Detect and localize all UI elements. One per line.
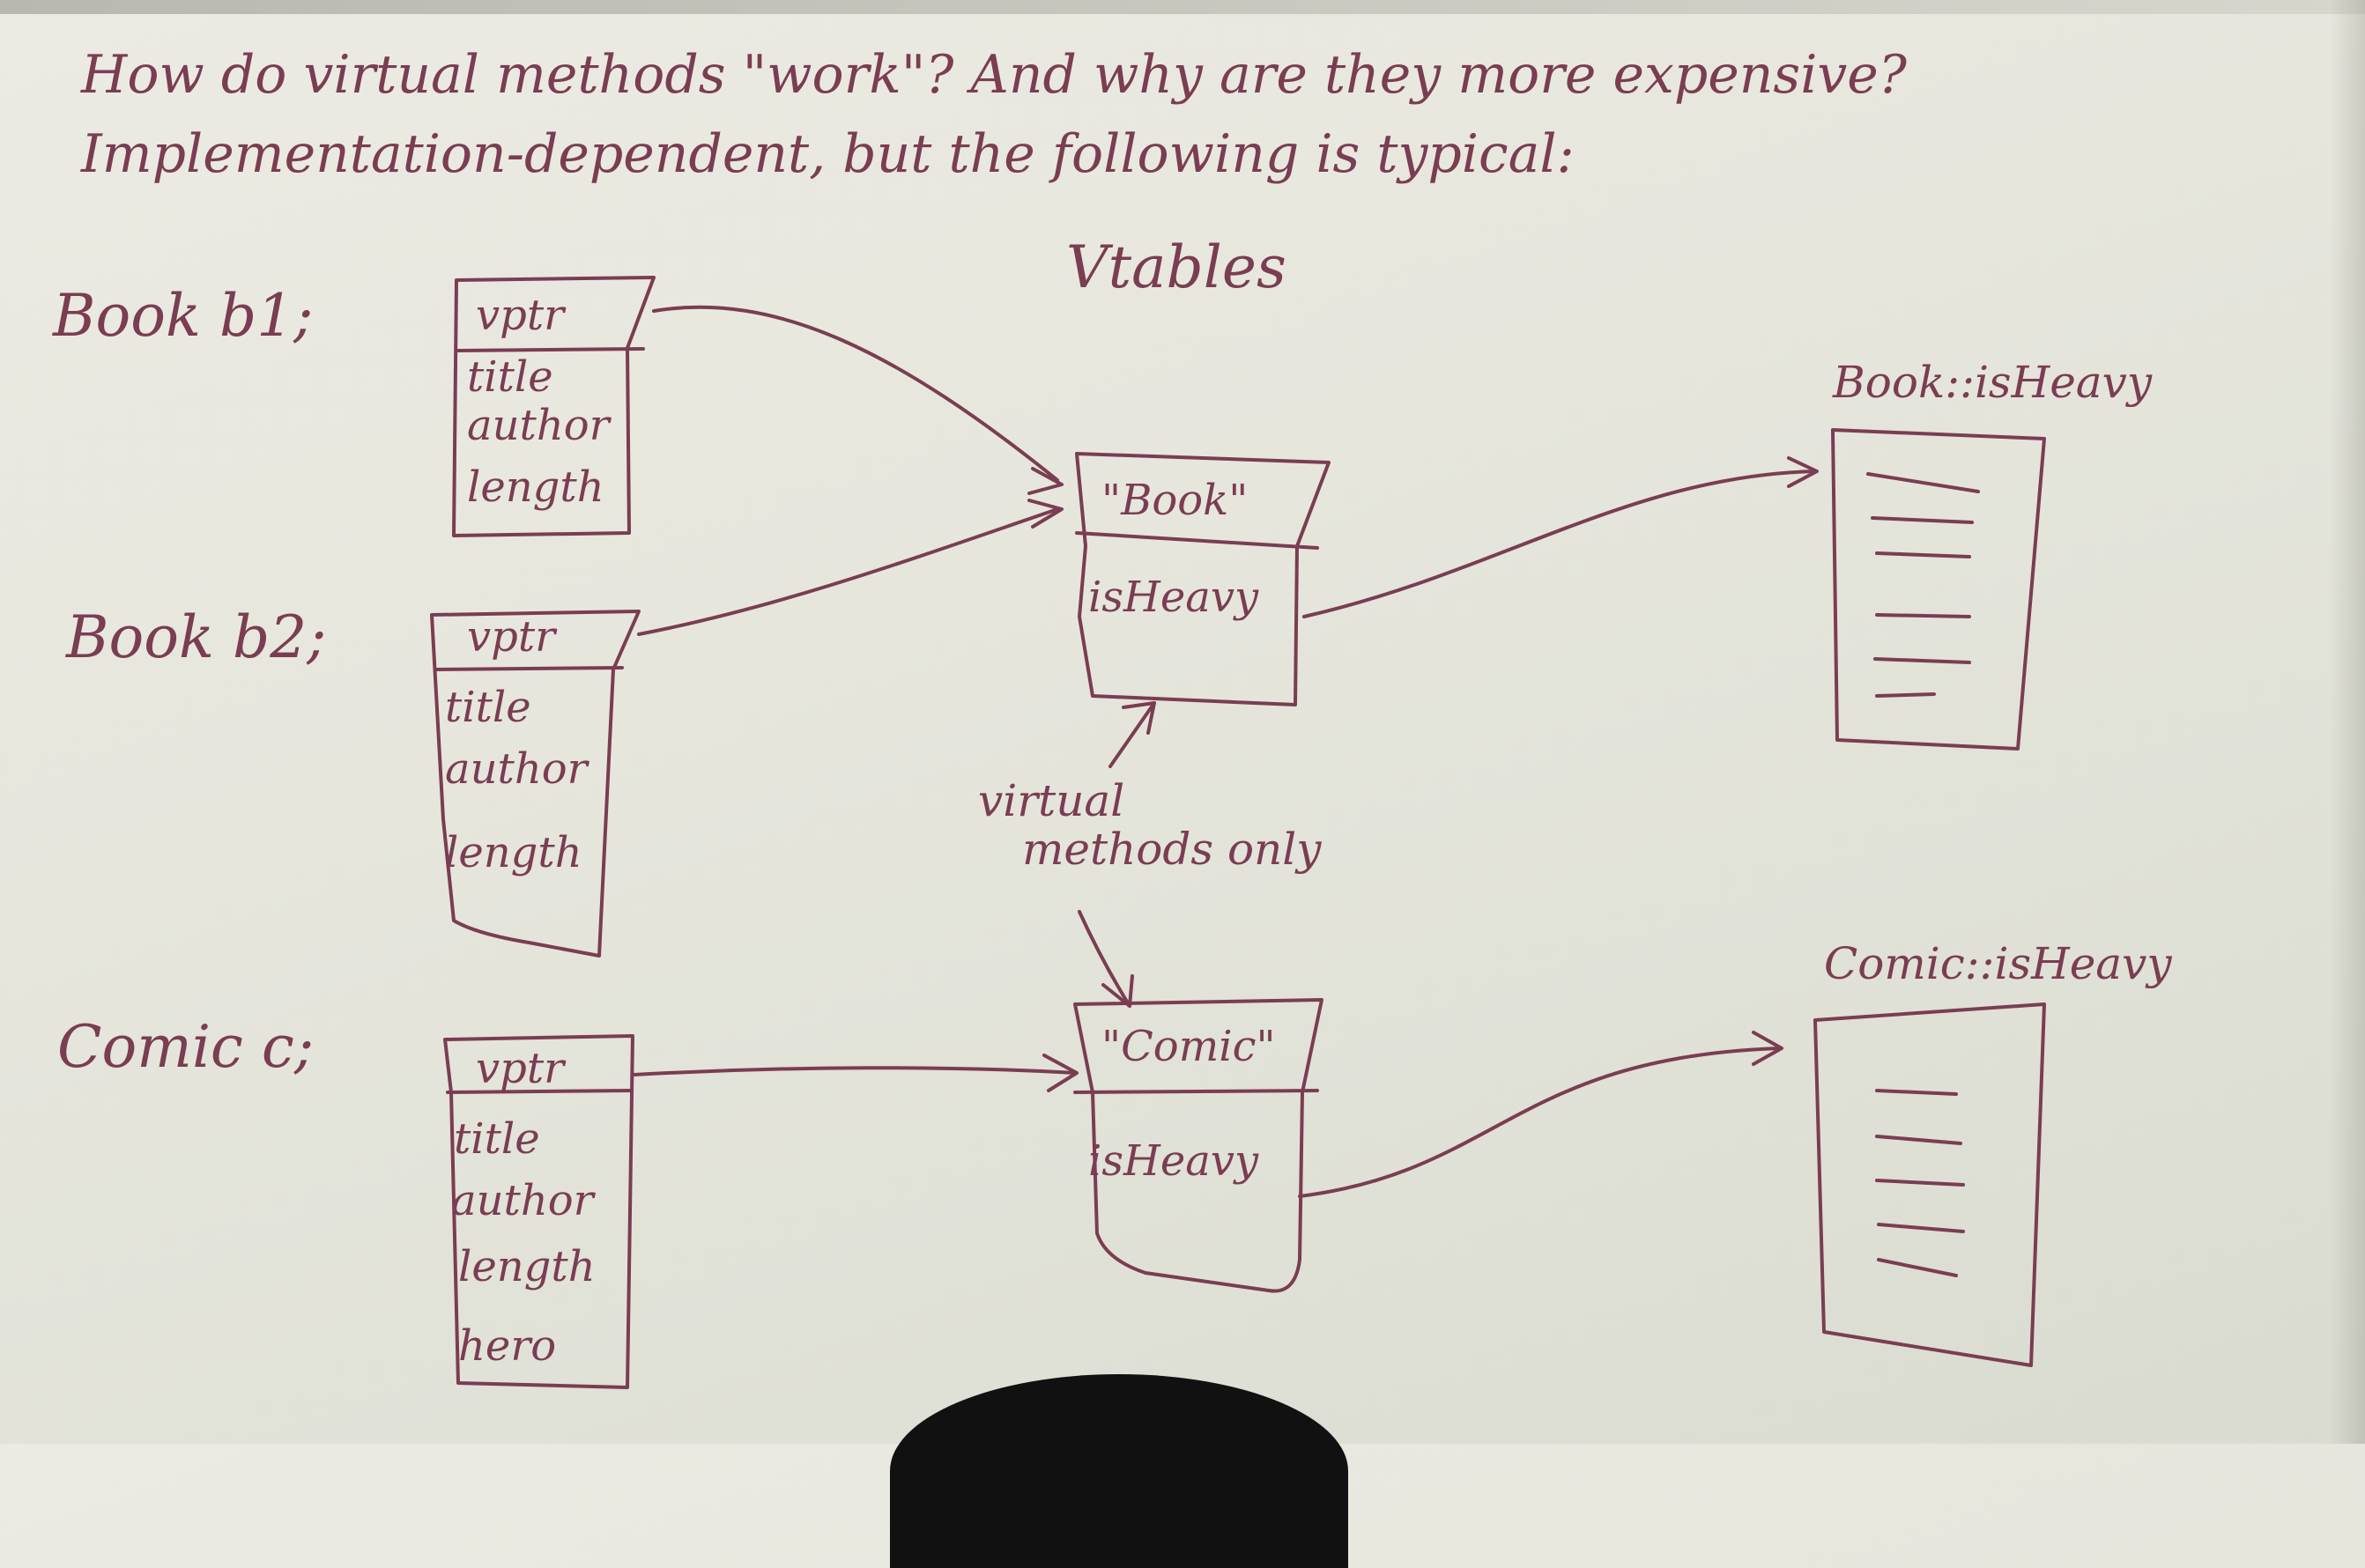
object-label-b2: Book b2; [66, 603, 327, 671]
b1-field-vptr: vptr [476, 291, 565, 340]
board-top-edge [0, 0, 2365, 14]
comic-field-vptr: vptr [476, 1044, 565, 1093]
comic-field-hero: hero [458, 1321, 557, 1371]
object-box-b1 [452, 276, 656, 537]
vtable-comic-entry: isHeavy [1088, 1136, 1259, 1186]
vtable-book-name: "Book" [1101, 476, 1249, 525]
b2-field-length: length [445, 828, 582, 877]
arrow-comic-to-comic-vtable [633, 1054, 1079, 1092]
b2-field-title: title [445, 683, 531, 732]
heading-line-2: Implementation-dependent, but the follow… [81, 123, 1575, 185]
arrow-b1-to-book-vtable [652, 305, 1064, 495]
board-right-shadow [2330, 0, 2365, 1444]
whiteboard-drawing [430, 276, 2046, 1389]
b2-field-vptr: vptr [467, 612, 556, 662]
comic-field-length: length [458, 1242, 596, 1291]
object-box-comic [443, 1034, 634, 1389]
b1-field-title: title [467, 352, 553, 402]
method-name-comic: Comic::isHeavy [1824, 938, 2172, 989]
comic-field-author: author [451, 1176, 594, 1225]
arrow-annotation-down [1078, 910, 1134, 1008]
arrow-b2-to-book-vtable [637, 499, 1064, 636]
b1-field-length: length [467, 462, 604, 512]
annotation-line-1: virtual [978, 775, 1125, 826]
vtable-box-book [1075, 452, 1331, 706]
vtables-title: Vtables [1066, 233, 1286, 301]
arrow-comic-isheavy-to-method [1298, 1031, 1783, 1198]
object-label-b1: Book b1; [53, 282, 314, 350]
arrow-annotation-up [1108, 701, 1156, 768]
object-box-b2 [430, 610, 641, 958]
b2-field-author: author [445, 744, 588, 794]
arrow-book-isheavy-to-method [1302, 456, 1819, 618]
comic-field-title: title [454, 1114, 540, 1164]
annotation-line-2: methods only [1022, 824, 1322, 875]
vtable-comic-name: "Comic" [1101, 1022, 1276, 1071]
viewer-head-silhouette [890, 1374, 1348, 1568]
method-body-comic [1813, 1002, 2046, 1367]
vtable-box-comic [1073, 998, 1323, 1293]
b1-field-author: author [467, 401, 610, 450]
heading-line-1: How do virtual methods "work"? And why a… [81, 44, 1907, 106]
vtable-book-entry: isHeavy [1088, 573, 1259, 622]
method-name-book: Book::isHeavy [1833, 357, 2153, 408]
object-label-comic: Comic c; [57, 1013, 315, 1081]
method-body-book [1831, 428, 2046, 751]
